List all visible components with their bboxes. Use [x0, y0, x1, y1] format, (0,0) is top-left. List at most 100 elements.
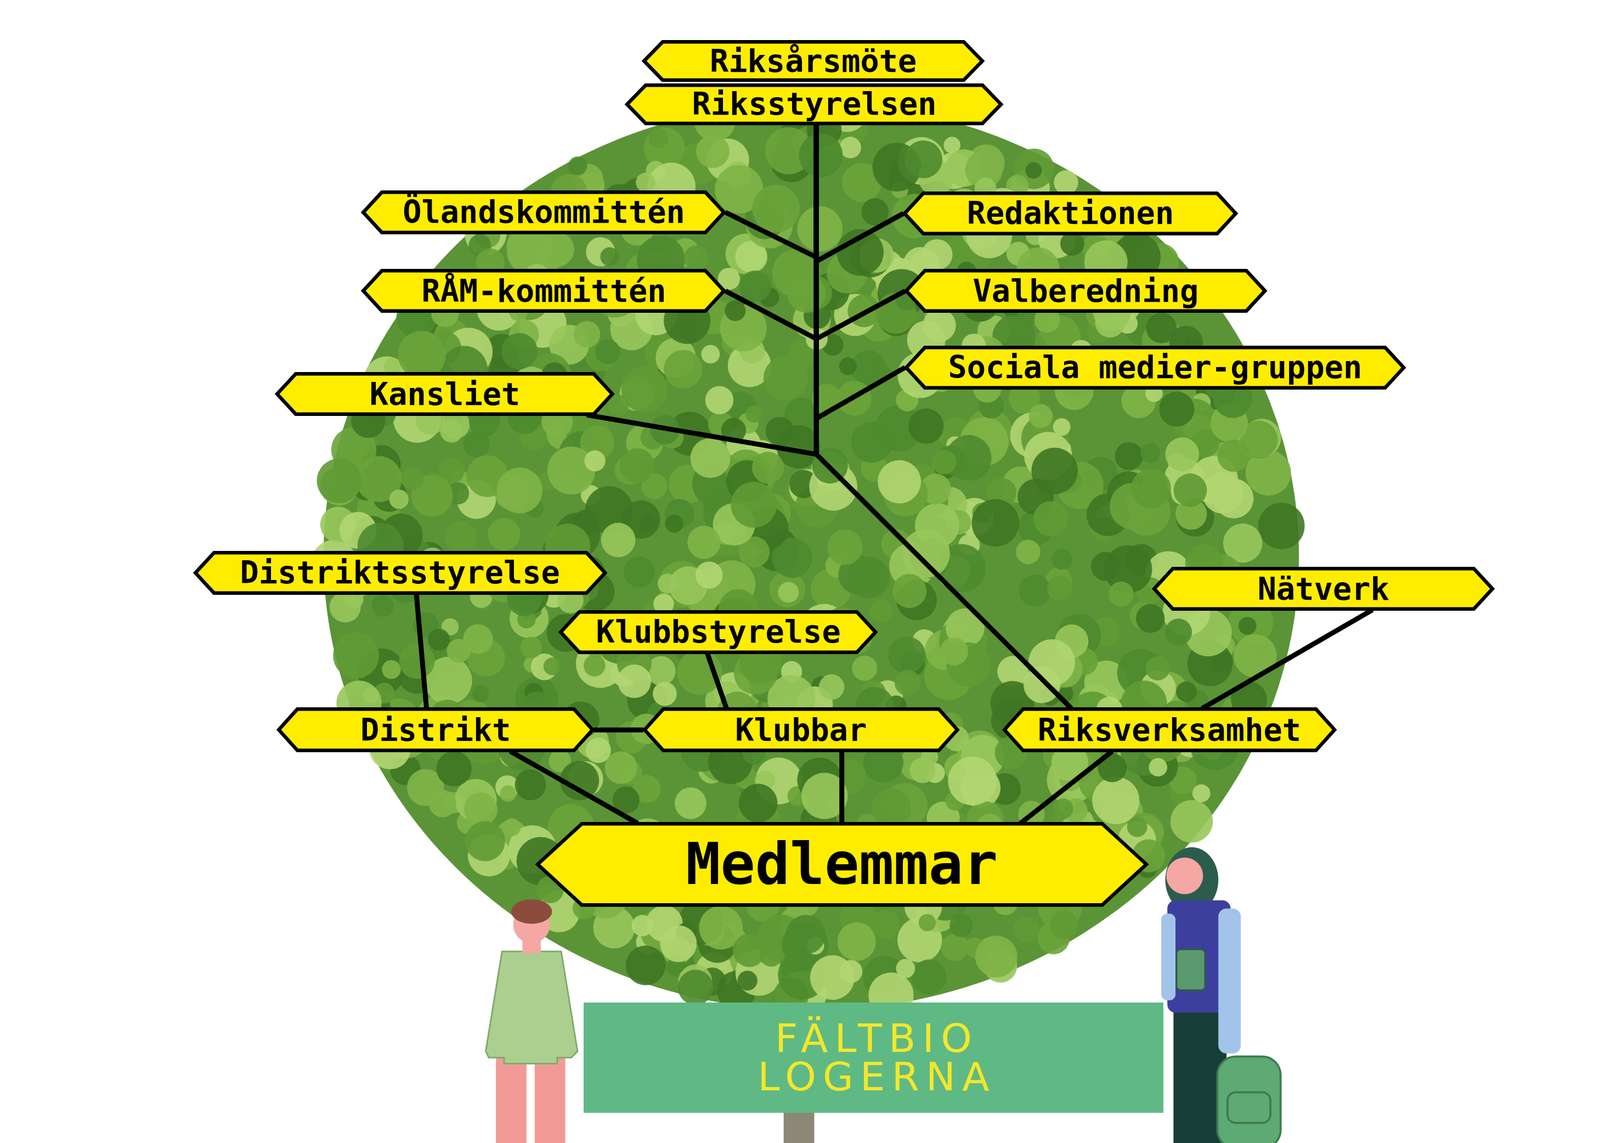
leaf-cluster	[911, 959, 947, 995]
leaf-cluster	[918, 913, 936, 931]
leaf-cluster	[600, 247, 619, 267]
leaf-cluster	[796, 206, 843, 252]
leaf-cluster	[818, 674, 845, 700]
leaf-cluster	[904, 140, 943, 179]
leaf-cluster	[623, 556, 655, 587]
sign-shape	[195, 552, 606, 593]
leaf-cluster	[1238, 616, 1257, 635]
leaf-cluster	[1165, 618, 1192, 646]
leaf-cluster	[584, 450, 606, 472]
leaf-cluster	[724, 300, 746, 321]
connector-line	[725, 123, 817, 258]
sign-text: Distriktsstyrelse	[240, 556, 561, 589]
leaf-cluster	[332, 632, 380, 679]
leaf-cluster	[472, 685, 490, 703]
leaf-cluster	[683, 245, 709, 270]
sign-node: Riksårsmöte	[642, 40, 985, 82]
leaf-cluster	[1047, 575, 1073, 601]
leaf-cluster	[464, 792, 498, 827]
leaf-cluster	[389, 489, 409, 509]
sign-shape	[644, 708, 958, 750]
connector-line	[707, 652, 727, 709]
leaf-cluster	[738, 783, 778, 823]
leaf-cluster	[763, 355, 808, 400]
leaf-cluster	[877, 459, 921, 503]
leaf-cluster	[690, 437, 731, 478]
leaf-cluster	[1031, 447, 1078, 495]
leaf-cluster	[892, 573, 927, 608]
leaf-cluster	[619, 448, 655, 484]
connector-line	[1020, 750, 1112, 823]
leaf-cluster	[700, 344, 720, 364]
leaf-cluster	[1170, 799, 1214, 843]
leaf-cluster	[1202, 471, 1245, 514]
leaf-cluster	[695, 561, 723, 589]
sign-shape	[363, 270, 725, 311]
sign-shape	[278, 708, 593, 750]
leaf-cluster	[381, 659, 401, 679]
connector-line	[416, 593, 427, 709]
leaf-cluster	[1148, 757, 1168, 777]
leaf-cluster	[737, 970, 758, 991]
leaf-cluster	[1025, 162, 1042, 179]
leaf-cluster	[1013, 916, 1039, 942]
leaf-cluster	[496, 467, 544, 514]
connector-line	[1201, 609, 1373, 709]
leaf-cluster	[657, 573, 678, 593]
sign-text: Nätverk	[1257, 573, 1390, 605]
leaf-cluster	[631, 914, 654, 936]
person-arm	[1161, 913, 1176, 1000]
leaf-cluster	[398, 642, 435, 679]
leaf-cluster	[515, 769, 547, 801]
connector-line	[510, 750, 638, 823]
leaf-cluster	[1015, 539, 1041, 565]
person-head	[1166, 857, 1203, 895]
leaf-cluster	[519, 636, 542, 659]
leaf-cluster	[1028, 639, 1076, 686]
leaf-cluster	[617, 664, 652, 698]
leaf-cluster	[1145, 656, 1170, 681]
sign-shape	[1154, 568, 1493, 609]
leaf-cluster	[585, 737, 612, 763]
sign-text: Klubbar	[735, 714, 867, 746]
sign-text: RÅM-kommittén	[421, 275, 666, 307]
sign-shape	[1004, 708, 1335, 750]
sign-text: Medlemmar	[685, 835, 998, 893]
leaf-cluster	[445, 521, 478, 553]
sign-node: RÅM-kommittén	[361, 268, 726, 313]
person-arm	[1218, 908, 1241, 1054]
leaf-cluster	[1092, 776, 1140, 824]
leaf-cluster	[1217, 439, 1251, 472]
person-jacket	[485, 951, 578, 1064]
leaf-cluster	[487, 517, 521, 551]
leaf-cluster	[869, 598, 893, 623]
leaf-cluster	[543, 657, 562, 675]
leaf-cluster	[664, 514, 683, 533]
sign-shape	[537, 823, 1147, 906]
sign-node: Ölandskommittén	[361, 190, 726, 235]
leaf-cluster	[625, 945, 666, 985]
leaf-cluster	[1115, 442, 1144, 471]
sign-text: Riksverksamhet	[1037, 714, 1302, 746]
sign-shape	[627, 85, 1002, 124]
leaf-cluster	[839, 136, 862, 158]
leaf-cluster	[1019, 574, 1051, 607]
leaf-cluster	[778, 581, 800, 603]
leaf-cluster	[798, 133, 843, 178]
backpack	[1217, 1055, 1281, 1143]
sign-node: Redaktionen	[902, 191, 1238, 236]
sign-node: Kansliet	[275, 371, 615, 416]
leaf-cluster	[608, 394, 630, 416]
sign-shape	[905, 193, 1237, 234]
leaf-cluster	[1108, 581, 1134, 607]
leaf-cluster	[687, 525, 721, 559]
leaf-cluster	[894, 669, 921, 696]
leaf-cluster	[1049, 910, 1079, 940]
leaf-cluster	[317, 458, 363, 503]
binoculars	[1176, 948, 1206, 990]
leaf-cluster	[745, 405, 763, 423]
leaf-cluster	[635, 172, 655, 192]
sign-shape	[277, 373, 613, 414]
leaf-cluster	[371, 594, 394, 617]
